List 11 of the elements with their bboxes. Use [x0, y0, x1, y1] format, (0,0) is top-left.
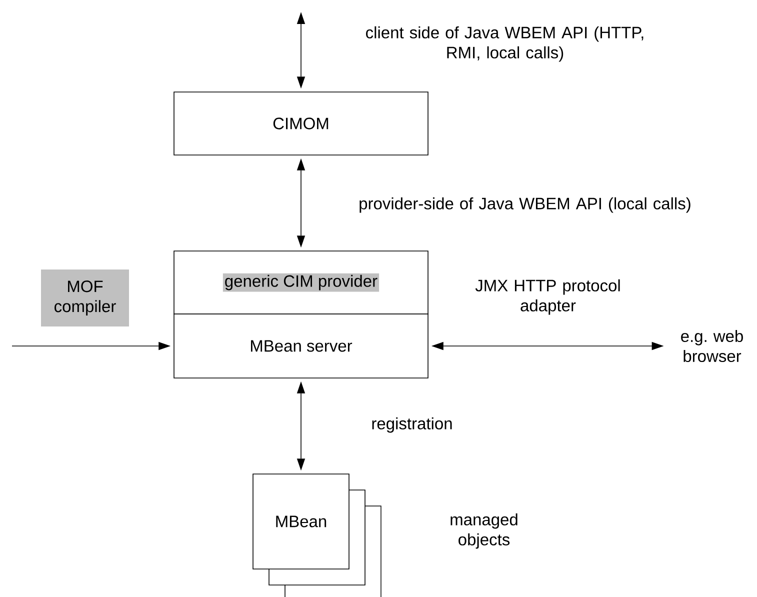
label-box: MOF compiler — [41, 270, 129, 326]
edge-label: JMX HTTP protocol adapter — [475, 279, 620, 315]
edge-label: registration — [372, 417, 452, 433]
endpoint-label: e.g. web browser — [681, 330, 743, 362]
page-box: MBean — [252, 474, 350, 570]
note-text: managed objects — [450, 513, 518, 549]
edge-label: client side of Java WBEM API (HTTP, RMI, local calls) — [366, 26, 644, 62]
process-box: generic CIM provider — [174, 250, 428, 314]
edge-label: provider-side of Java WBEM API (local calls) — [360, 197, 690, 213]
process-box: MBean server — [174, 314, 428, 378]
process-box: CIMOM — [174, 92, 428, 156]
